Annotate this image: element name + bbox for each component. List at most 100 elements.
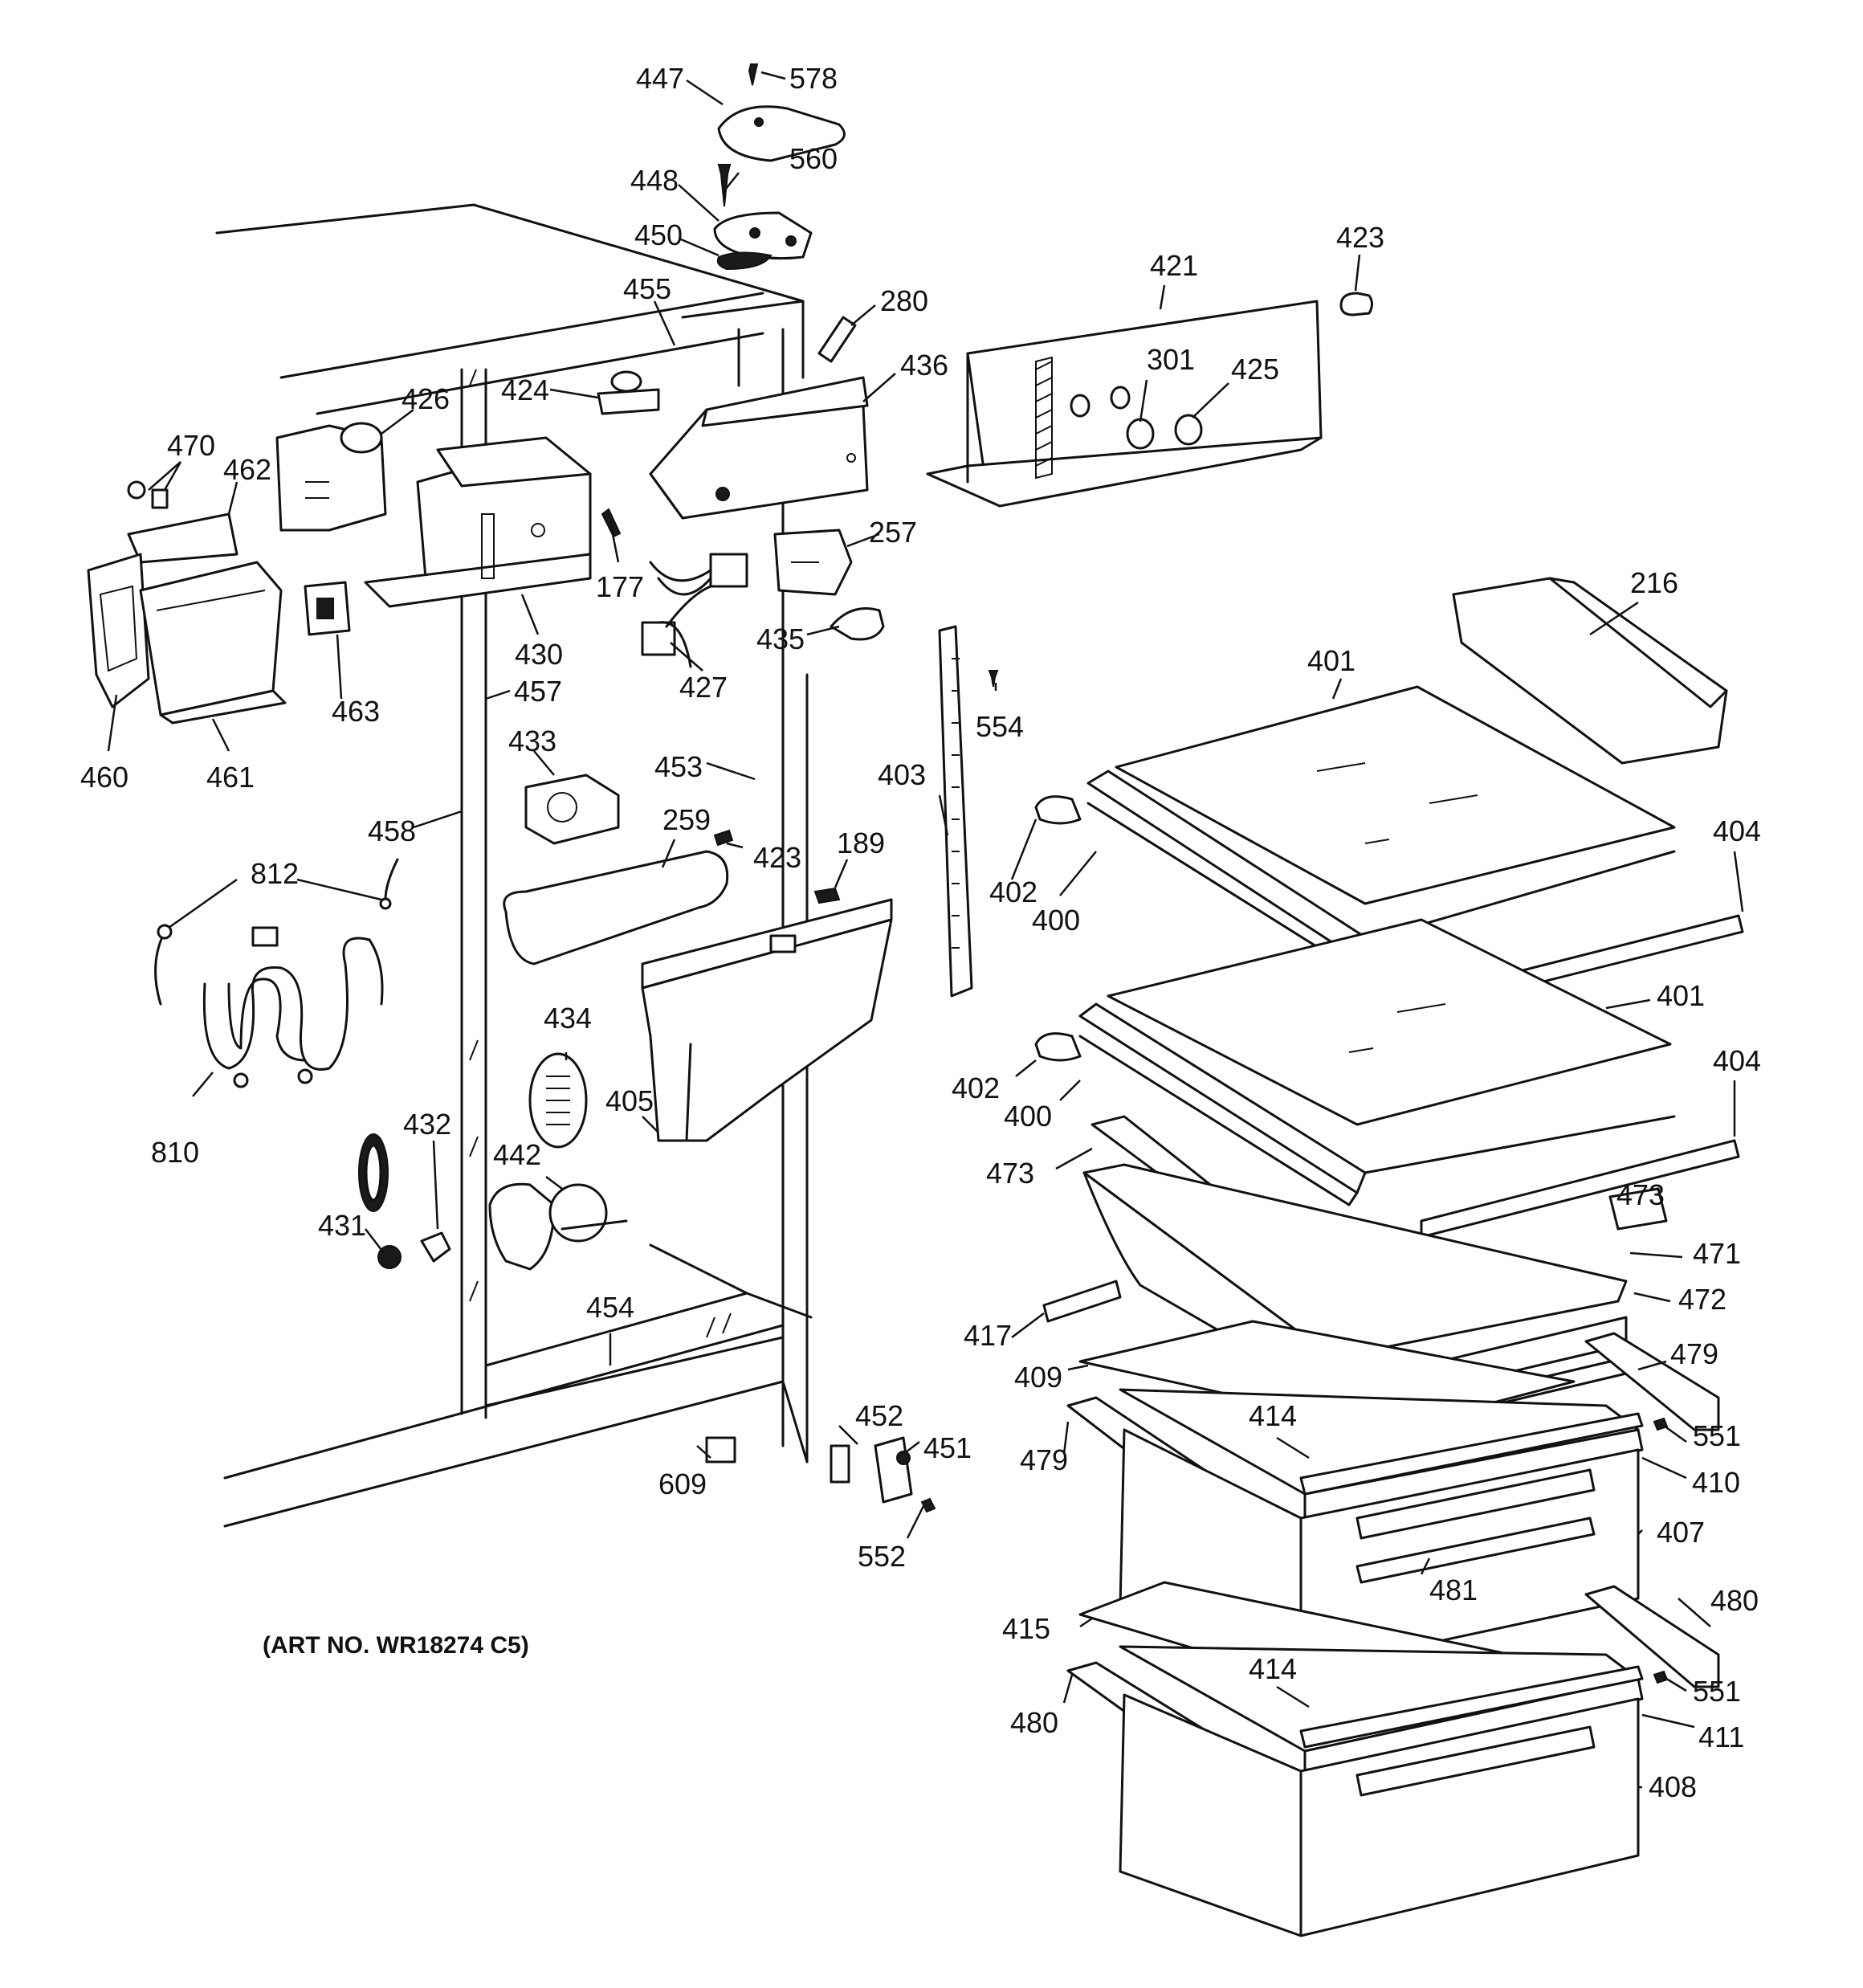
glass-shelf-401-lower [1107, 918, 1672, 1126]
bushing-432 [420, 1231, 451, 1263]
screw-554 [988, 670, 999, 688]
gasket-432 [358, 1133, 389, 1212]
slide-rail-479-right [1584, 1332, 1720, 1431]
part-label: 451 [923, 1431, 972, 1464]
water-valve-810 [202, 926, 384, 1088]
screw-578 [748, 63, 759, 86]
part-label: 400 [1032, 904, 1080, 937]
part-label: 609 [658, 1468, 707, 1500]
part-label: 452 [855, 1399, 903, 1432]
part-label: 426 [402, 382, 450, 415]
part-label: 473 [1616, 1178, 1665, 1211]
rail-417 [1042, 1280, 1122, 1323]
chute-461 [139, 561, 287, 725]
part-label: 431 [318, 1209, 366, 1242]
clip-189 [813, 887, 841, 904]
part-label: 404 [1713, 814, 1761, 847]
part-label: 423 [753, 841, 801, 874]
part-label: 414 [1249, 1399, 1297, 1432]
hinge-451 [874, 1436, 913, 1504]
part-label: 421 [1150, 249, 1198, 282]
part-label: 301 [1147, 343, 1195, 376]
dispenser-housing-426 [275, 422, 387, 532]
part-label: 414 [1249, 1652, 1297, 1685]
part-label: 458 [368, 814, 416, 847]
part-label: 430 [515, 638, 563, 671]
part-label: 436 [900, 349, 948, 382]
part-label: 408 [1649, 1770, 1697, 1803]
mounting-bracket-448 [713, 211, 813, 260]
part-label: 457 [514, 675, 562, 708]
drawer-408 [1119, 1645, 1644, 1937]
plate-452 [830, 1444, 850, 1484]
part-label: 551 [1693, 1675, 1741, 1708]
gasket-450 [716, 251, 773, 271]
drawer-front-411 [1299, 1665, 1644, 1749]
shelf-frame-400-lower [1034, 1002, 1676, 1206]
leader-lines [107, 71, 1744, 1789]
part-label: 578 [789, 62, 838, 95]
part-label: 432 [403, 1108, 451, 1141]
drawer-front-410 [1299, 1412, 1644, 1496]
part-label: 453 [654, 750, 703, 783]
part-label: 415 [1002, 1612, 1050, 1645]
part-label: 425 [1231, 353, 1279, 386]
part-label: 480 [1010, 1706, 1058, 1739]
part-label: 470 [167, 429, 215, 462]
fan-433 [524, 774, 620, 845]
part-label: 448 [630, 164, 679, 197]
tube-458 [379, 858, 399, 910]
part-label: 407 [1657, 1516, 1705, 1549]
part-label: 402 [952, 1072, 1000, 1104]
screw-552 [920, 1497, 936, 1513]
part-label: 560 [789, 142, 838, 175]
vent-434 [528, 1052, 588, 1149]
cover-435 [830, 607, 885, 641]
wire-harness-427 [641, 553, 748, 668]
part-label: 812 [251, 857, 299, 890]
light-socket-280 [817, 316, 857, 363]
light-housing-430 [364, 436, 592, 608]
part-label: 433 [508, 725, 556, 757]
part-label: 472 [1678, 1283, 1726, 1316]
screw-470 [127, 480, 169, 509]
shelf-ladder-403 [938, 625, 973, 998]
part-label: 424 [501, 374, 549, 406]
part-label: 554 [976, 710, 1024, 743]
clip-609 [705, 1436, 736, 1463]
part-label: 410 [1692, 1466, 1740, 1499]
bracket-463 [304, 581, 351, 636]
part-labels: 447 578 448 560 450 455 280 421 423 436 … [80, 62, 1761, 1803]
part-label: 259 [662, 803, 711, 836]
knob-423 [1339, 292, 1373, 316]
switch-424 [597, 370, 660, 415]
part-label: 403 [878, 758, 926, 791]
glass-shelf-401-upper [1115, 685, 1676, 905]
part-label: 401 [1657, 979, 1705, 1012]
part-label: 479 [1020, 1443, 1068, 1476]
control-panel-421 [926, 300, 1323, 508]
part-label: 471 [1693, 1237, 1741, 1270]
part-label: 460 [80, 761, 128, 794]
part-label: 409 [1014, 1361, 1062, 1394]
part-label: 417 [964, 1319, 1012, 1352]
light-cover-259 [503, 850, 729, 965]
slide-rail-480-right [1584, 1585, 1720, 1688]
part-label: 551 [1693, 1419, 1741, 1452]
part-label: 423 [1336, 221, 1384, 254]
part-label: 402 [989, 876, 1037, 908]
funnel-460 [87, 553, 150, 708]
screw-551-upper [1653, 1417, 1669, 1431]
part-label: 177 [596, 570, 644, 603]
tube-812 [154, 924, 173, 1006]
part-label: 442 [493, 1138, 541, 1171]
part-label: 463 [332, 695, 380, 728]
part-label: 479 [1670, 1337, 1718, 1370]
diffuser-405 [641, 898, 893, 1142]
part-label: 401 [1307, 644, 1355, 677]
part-label: 455 [623, 272, 671, 305]
part-label: 462 [223, 453, 271, 486]
trim-404-lower [1420, 1139, 1740, 1239]
part-label: 552 [858, 1540, 906, 1573]
